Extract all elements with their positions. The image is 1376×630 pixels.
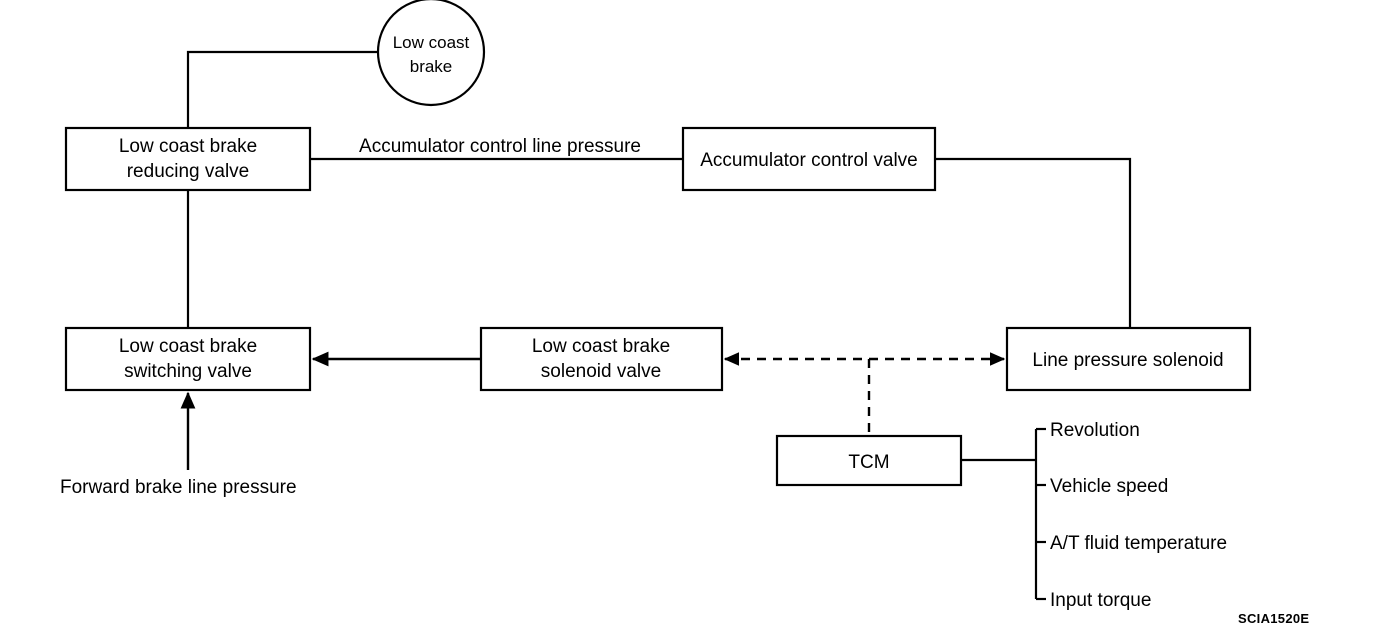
node-switching-valve-line1: Low coast brake <box>119 336 257 357</box>
edge-label-forward-brake-line-pressure: Forward brake line pressure <box>60 477 297 498</box>
node-tcm[interactable] <box>775 434 963 487</box>
node-accumulator-control-valve-label: Accumulator control valve <box>700 150 918 171</box>
node-accumulator-control-valve[interactable] <box>681 126 937 192</box>
node-solenoid-valve[interactable] <box>479 326 724 392</box>
figure-id-label: SCIA1520E <box>1238 611 1309 626</box>
input-label-revolution: Revolution <box>1050 420 1140 441</box>
node-tcm-label: TCM <box>848 452 889 473</box>
node-switching-valve-line2: switching valve <box>124 361 252 382</box>
connector-accumulator-to-line-pressure-solenoid <box>935 157 1132 328</box>
node-solenoid-valve-line1: Low coast brake <box>532 336 670 357</box>
node-line-pressure-solenoid[interactable] <box>1005 326 1252 392</box>
edge-label-accumulator-control-line-pressure: Accumulator control line pressure <box>359 136 641 157</box>
input-label-vehicle-speed: Vehicle speed <box>1050 476 1168 497</box>
node-reducing-valve-line2: reducing valve <box>127 161 250 182</box>
node-low-coast-brake-circle[interactable] <box>376 0 486 107</box>
node-switching-valve[interactable] <box>64 326 312 392</box>
node-low-coast-brake-circle-line2: brake <box>410 57 453 76</box>
node-low-coast-brake-circle-line1: Low coast <box>393 33 470 52</box>
node-reducing-valve[interactable] <box>64 126 312 192</box>
connector-circle-to-reducing-valve <box>186 50 388 128</box>
input-label-at-fluid-temperature: A/T fluid temperature <box>1050 533 1227 554</box>
node-reducing-valve-line1: Low coast brake <box>119 136 257 157</box>
node-line-pressure-solenoid-label: Line pressure solenoid <box>1032 350 1223 371</box>
input-label-input-torque: Input torque <box>1050 590 1151 611</box>
node-solenoid-valve-line2: solenoid valve <box>541 361 661 382</box>
